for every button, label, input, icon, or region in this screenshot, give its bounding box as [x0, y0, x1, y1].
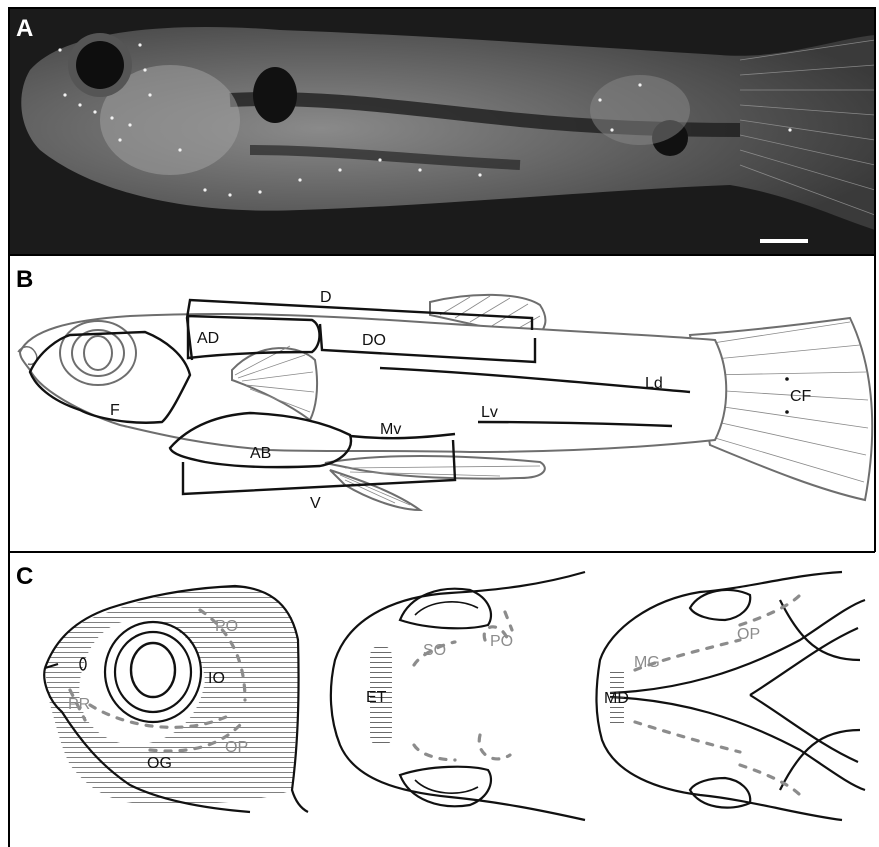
label-c-dor-so: SO — [423, 642, 446, 659]
label-f: F — [110, 402, 120, 419]
scale-bar — [760, 239, 808, 243]
label-ad: AD — [197, 330, 219, 347]
panel-c-dorsal-view: SO PO ET — [331, 572, 585, 820]
panel-c-lateral-view: PO IO PR OP OG — [44, 585, 308, 812]
label-ab: AB — [250, 445, 271, 462]
label-c-lat-io: IO — [208, 670, 225, 687]
label-c-ven-op: OP — [737, 626, 760, 643]
label-cf: CF — [790, 388, 812, 405]
label-ld: Ld — [645, 375, 663, 392]
label-lv: Lv — [481, 404, 498, 421]
label-c-lat-pr: PR — [68, 696, 90, 713]
panel-letter-b: B — [16, 266, 33, 293]
label-c-ven-md: MD — [604, 690, 629, 707]
label-c-lat-po: PO — [215, 618, 238, 635]
panel-c-ventral-view: OP MG MD — [596, 572, 865, 820]
label-c-dor-po: PO — [490, 633, 513, 650]
label-v: V — [310, 495, 321, 512]
ventral-jaw-upper — [610, 600, 865, 693]
body-spot — [253, 67, 297, 123]
label-mv: Mv — [380, 421, 401, 438]
label-c-lat-og: OG — [147, 755, 172, 772]
lateral-eye-inner — [131, 643, 175, 697]
ventral-jaw-lower — [610, 697, 865, 790]
label-c-dor-et: ET — [366, 689, 387, 706]
label-c-lat-op: OP — [225, 739, 248, 756]
ventral-head-outline — [596, 572, 842, 820]
panel-letter-a: A — [16, 15, 33, 42]
label-do: DO — [362, 332, 386, 349]
panel-letter-c: C — [16, 563, 33, 590]
label-c-ven-mg: MG — [634, 654, 660, 671]
label-d: D — [320, 289, 332, 306]
panel-b-diagram: D AD DO F Ld Lv CF AB Mv V — [18, 289, 872, 512]
panel-a-photo — [9, 8, 875, 255]
